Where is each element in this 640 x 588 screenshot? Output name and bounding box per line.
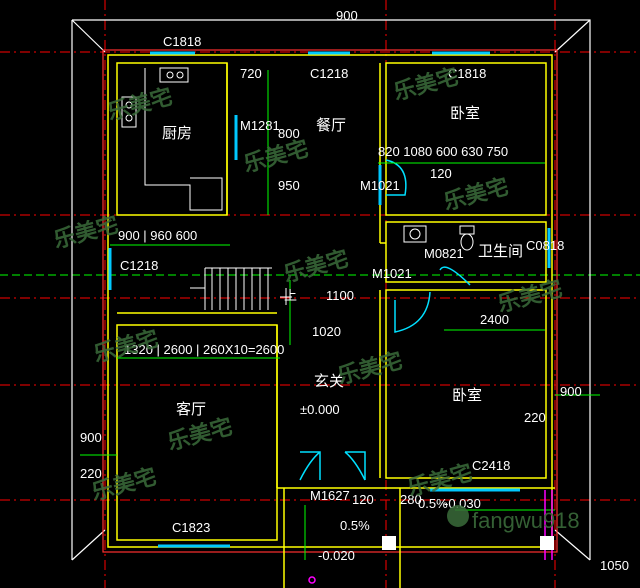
outer-wall-red xyxy=(102,49,558,553)
label-c1823: C1823 xyxy=(172,520,210,535)
watermark-brand-3: 乐美宅 xyxy=(241,136,311,177)
dim-1100: 1100 xyxy=(326,288,354,303)
watermarks: 乐美宅 乐美宅 乐美宅 乐美宅 乐美宅 乐美宅 乐美宅 乐美宅 乐美宅 乐美宅 … xyxy=(51,64,565,505)
column-left xyxy=(382,536,396,550)
label-c1218-dining: C1218 xyxy=(310,66,348,81)
room-label-bathroom: 卫生间 xyxy=(478,243,523,260)
dim-280: 280 xyxy=(400,492,422,507)
dim-2400: 2400 xyxy=(480,312,509,327)
kitchen-fixtures xyxy=(121,67,223,211)
room-label-dining: 餐厅 xyxy=(316,117,346,134)
room-label-living: 客厅 xyxy=(176,401,206,418)
dim-1050: 1050 xyxy=(600,558,629,573)
column-right xyxy=(540,536,554,550)
label-m1021-vertical: M1021 xyxy=(360,178,400,193)
walls xyxy=(107,54,555,588)
dim-stair-row: 900 | 960 600 xyxy=(118,228,197,243)
label-m1021: M1021 xyxy=(372,266,412,281)
dim-220-left: 220 xyxy=(80,466,102,481)
windows xyxy=(108,51,551,548)
watermark-brand-5: 乐美宅 xyxy=(51,212,121,253)
dim-top-900: 900 xyxy=(336,8,358,23)
dim-1020: 1020 xyxy=(312,324,341,339)
dim-upper-row: 820 1080 600 630 750 xyxy=(378,144,508,159)
dim-900-left: 900 xyxy=(80,430,102,445)
dim-0-5: 0.5% xyxy=(418,496,448,511)
room-label-bedroom-bottom: 卧室 xyxy=(452,387,482,404)
dim-120: 120 xyxy=(430,166,452,181)
label-c1218-side: C1218 xyxy=(120,258,158,273)
label-m0821: M0821 xyxy=(424,246,464,261)
roof-outline xyxy=(71,19,591,561)
room-label-bedroom-top: 卧室 xyxy=(450,105,480,122)
label-c2418: C2418 xyxy=(472,458,510,473)
watermark-brand-8: 乐美宅 xyxy=(91,326,161,367)
dim-950: 950 xyxy=(278,178,300,193)
room-label-kitchen: 厨房 xyxy=(162,125,192,142)
doors xyxy=(299,159,471,481)
watermark-brand-2: 乐美宅 xyxy=(391,64,461,105)
label-m1281: M1281 xyxy=(240,118,280,133)
dim-020: -0.020 xyxy=(318,548,355,563)
bathroom-fixtures xyxy=(403,225,475,251)
label-c1818-kitchen: C1818 xyxy=(163,34,201,49)
dim-720: 720 xyxy=(240,66,262,81)
dimension-lines xyxy=(80,70,600,560)
dim-900-right: 900 xyxy=(560,384,582,399)
watermark-handle-icon xyxy=(447,505,469,527)
room-label-foyer: 玄关 xyxy=(314,373,344,390)
stair-up-label: 上 xyxy=(284,288,297,303)
watermark-brand-10: 乐美宅 xyxy=(165,414,235,455)
dim-0-5-b: 0.5% xyxy=(340,518,370,533)
dim-220: 220 xyxy=(524,410,546,425)
label-c1818-bedroom: C1818 xyxy=(448,66,486,81)
elevation-label: ±0.000 xyxy=(300,402,340,417)
staircase xyxy=(190,267,292,310)
label-c0818: C0818 xyxy=(526,238,564,253)
dim-living-row: 1320 | 2600 | 260X10=2600 xyxy=(124,342,284,357)
watermark-brand-1: 乐美宅 xyxy=(105,84,175,125)
dim-120-bottom: 120 xyxy=(352,492,374,507)
watermark-handle: fangwu918 xyxy=(472,508,580,533)
label-m1627: M1627 xyxy=(310,488,350,503)
watermark-brand-6: 乐美宅 xyxy=(281,246,351,287)
watermark-brand-12: 乐美宅 xyxy=(405,460,475,501)
watermark-brand-9: 乐美宅 xyxy=(335,348,405,389)
dim-800: 800 xyxy=(278,126,300,141)
